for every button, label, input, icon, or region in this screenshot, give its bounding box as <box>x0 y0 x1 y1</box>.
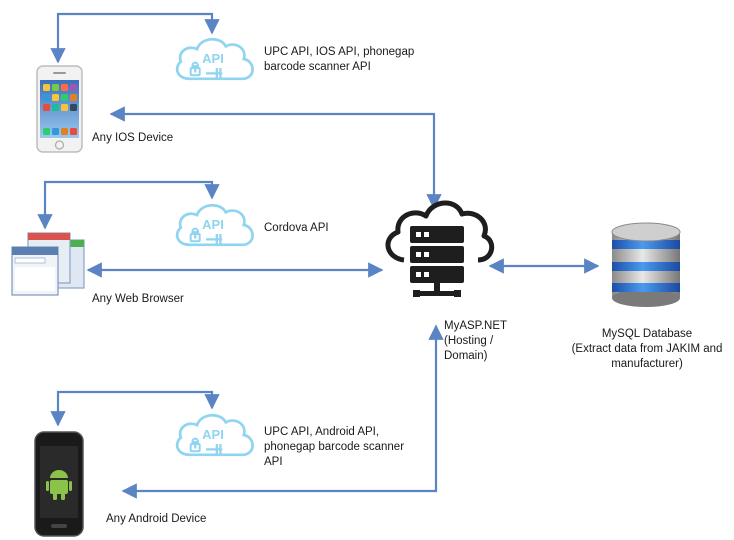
ios-api-label-line: UPC API, IOS API, phonegap <box>264 46 415 58</box>
web-api-label: Cordova API <box>264 221 329 236</box>
database-label: MySQL Database (Extract data from JAKIM … <box>562 327 732 372</box>
server-label-line: Domain) <box>444 350 488 362</box>
ios-api-label: UPC API, IOS API, phonegap barcode scann… <box>264 45 414 75</box>
database-label-line: (Extract data from JAKIM and <box>571 343 723 355</box>
web-api-loop-arrow <box>37 180 220 230</box>
ios-api-cloud-icon: API <box>175 37 255 81</box>
iphone-icon <box>36 65 83 153</box>
database-label-line: manufacturer) <box>611 358 683 370</box>
arrows <box>37 12 600 499</box>
web-api-label-line: Cordova API <box>264 222 329 234</box>
ios-server-arrow <box>109 106 442 210</box>
android-api-label-line: phonegap barcode scanner <box>264 441 405 453</box>
database-label-line: MySQL Database <box>601 328 693 340</box>
server-cloud-icon <box>385 200 495 297</box>
web-device-label: Any Web Browser <box>92 293 184 305</box>
android-api-cloud-icon: API <box>175 413 255 457</box>
android-api-loop-arrow <box>50 390 220 427</box>
android-phone-icon <box>34 431 84 537</box>
svg-text:API: API <box>202 427 224 442</box>
ios-device-label: Any IOS Device <box>92 132 174 144</box>
browser-icon <box>11 232 85 296</box>
server-label-line: MyASP.NET <box>444 320 508 332</box>
server-label: MyASP.NET (Hosting / Domain) <box>444 319 507 364</box>
android-api-label-line: API <box>264 456 283 468</box>
android-device-label: Any Android Device <box>106 513 207 525</box>
svg-text:API: API <box>202 217 224 232</box>
android-server-arrow <box>121 324 444 499</box>
server-label-line: (Hosting / <box>444 335 494 347</box>
android-api-label: UPC API, Android API, phonegap barcode s… <box>264 425 404 470</box>
svg-text:API: API <box>202 51 224 66</box>
web-api-cloud-icon: API <box>175 203 255 247</box>
ios-api-loop-arrow <box>50 12 220 64</box>
android-api-label-line: UPC API, Android API, <box>264 426 380 438</box>
android-robot-icon <box>46 470 72 500</box>
ios-api-label-line: barcode scanner API <box>264 61 371 73</box>
database-icon <box>611 222 681 307</box>
